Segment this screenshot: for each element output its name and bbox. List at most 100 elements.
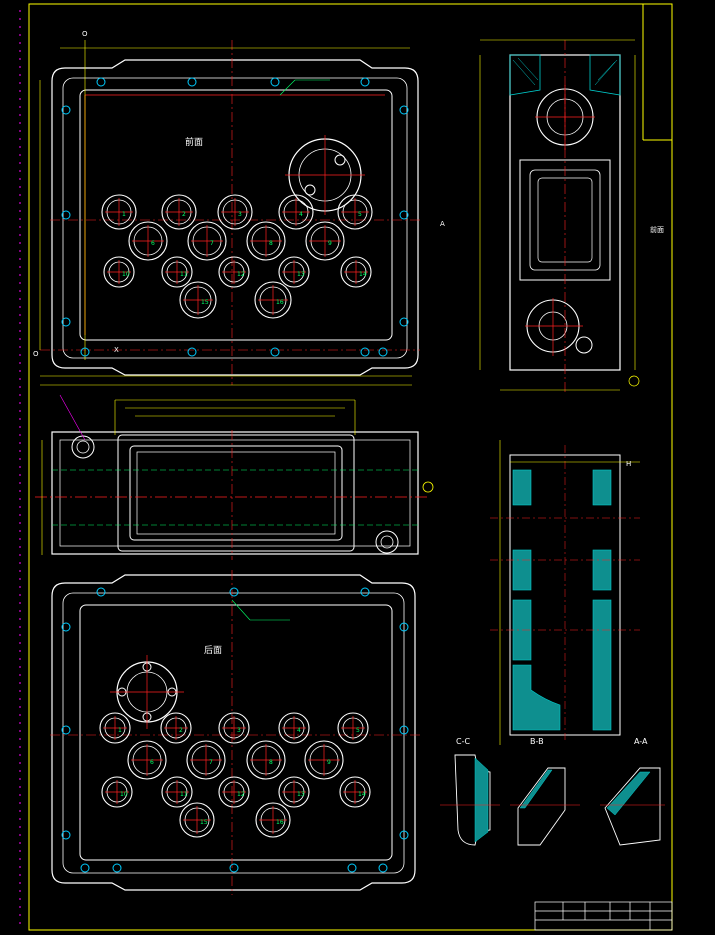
front-bore-10: 10 [103, 256, 135, 288]
back-bolt-6 [61, 725, 71, 735]
back-bore-11: 11 [161, 776, 193, 808]
back-bore-5: 5 [337, 712, 369, 744]
back-bolt-11 [112, 863, 122, 873]
back-bolt-7 [399, 725, 409, 735]
top-outline [51, 431, 419, 555]
back-bore-6: 6 [127, 740, 167, 780]
front-bolt-5 [61, 105, 71, 115]
front-view-title: 前面 [185, 136, 203, 148]
detail-sections: C-C B-B A-A [440, 737, 665, 846]
section-letter-a: A [440, 220, 445, 228]
section-cc-label: C-C [456, 737, 470, 746]
side-view: 前面 A [440, 39, 664, 395]
section-view: H [490, 440, 640, 745]
back-bore-13-label: 13 [297, 791, 305, 798]
front-bore-3-label: 3 [238, 211, 242, 218]
back-bore-13: 13 [278, 776, 310, 808]
front-bore-9: 9 [305, 221, 345, 261]
axis-origin-label-2: O [33, 350, 39, 358]
top-bore-left [71, 435, 95, 459]
back-bolt-10 [80, 863, 90, 873]
back-bore-16: 16 [255, 802, 291, 838]
back-bore-1: 1 [99, 712, 131, 744]
back-bore-2-label: 2 [179, 727, 183, 734]
front-bore-12: 12 [218, 256, 250, 288]
front-bore-12-label: 12 [237, 271, 245, 278]
front-bolt-11 [80, 347, 90, 357]
back-bore-15-label: 15 [200, 819, 208, 826]
front-bore-2-label: 2 [182, 211, 186, 218]
back-bolt-2 [229, 587, 239, 597]
front-bolt-4 [360, 77, 370, 87]
back-bore-3: 3 [218, 712, 250, 744]
front-bolt-7 [61, 210, 71, 220]
front-bore-6: 6 [128, 221, 168, 261]
back-bolt-5 [399, 622, 409, 632]
front-bolt-15 [378, 347, 388, 357]
back-bore-15: 15 [179, 802, 215, 838]
back-bore-7: 7 [186, 740, 226, 780]
back-bore-7-label: 7 [209, 759, 213, 766]
front-bore-13: 13 [278, 256, 310, 288]
front-bolt-12 [187, 347, 197, 357]
top-bore-right [375, 530, 399, 554]
front-bore-13-label: 13 [297, 271, 305, 278]
front-bore-7: 7 [187, 221, 227, 261]
front-bore-14: 14 [340, 256, 372, 288]
front-bore-15: 15 [179, 281, 217, 319]
back-bore-4: 4 [278, 712, 310, 744]
section-bb-label: B-B [530, 737, 544, 746]
front-bolt-13 [270, 347, 280, 357]
back-bore-6-label: 6 [150, 759, 154, 766]
front-bolt-9 [61, 317, 71, 327]
back-bore-8-label: 8 [269, 759, 273, 766]
back-bolt-14 [378, 863, 388, 873]
title-block [534, 901, 673, 931]
back-bolt-3 [360, 587, 370, 597]
top-window [117, 434, 355, 552]
front-bolt-14 [360, 347, 370, 357]
section-aa-label: A-A [634, 737, 648, 746]
front-outline [51, 59, 419, 376]
back-bore-10: 10 [101, 776, 133, 808]
front-bore-5-label: 5 [358, 211, 362, 218]
back-bore-9-label: 9 [327, 759, 331, 766]
front-bore-4-label: 4 [299, 211, 303, 218]
front-bolt-1 [96, 77, 106, 87]
top-view [35, 394, 434, 560]
front-bolt-10 [399, 317, 409, 327]
back-bolt-group [61, 587, 409, 873]
back-bore-12-label: 12 [237, 791, 245, 798]
back-bore-14-label: 14 [358, 791, 366, 798]
front-bolt-8 [399, 210, 409, 220]
front-bore-3: 3 [217, 194, 253, 230]
back-bore-16-label: 16 [276, 819, 284, 826]
axis-origin-label: O [82, 30, 88, 38]
front-bore-6-label: 6 [151, 240, 155, 247]
back-bolt-9 [399, 830, 409, 840]
back-bore-4-label: 4 [297, 727, 301, 734]
front-bore-5: 5 [337, 194, 373, 230]
front-bore-8-label: 8 [269, 240, 273, 247]
front-bore-11-label: 11 [180, 271, 188, 278]
front-bore-16: 16 [254, 281, 292, 319]
section-marker-hd: H [626, 460, 631, 468]
back-bolt-13 [347, 863, 357, 873]
axis-x-label: X [114, 346, 119, 354]
front-bolt-3 [270, 77, 280, 87]
back-outline [51, 574, 416, 891]
back-bolt-12 [229, 863, 239, 873]
back-machined-face [79, 604, 393, 861]
back-view-title: 后面 [204, 645, 222, 656]
front-bolt-group [61, 77, 409, 357]
front-bore-10-label: 10 [122, 271, 130, 278]
front-bore-2: 2 [161, 194, 197, 230]
front-bolt-2 [187, 77, 197, 87]
back-bore-2: 2 [160, 712, 192, 744]
front-bore-7-label: 7 [210, 240, 214, 247]
